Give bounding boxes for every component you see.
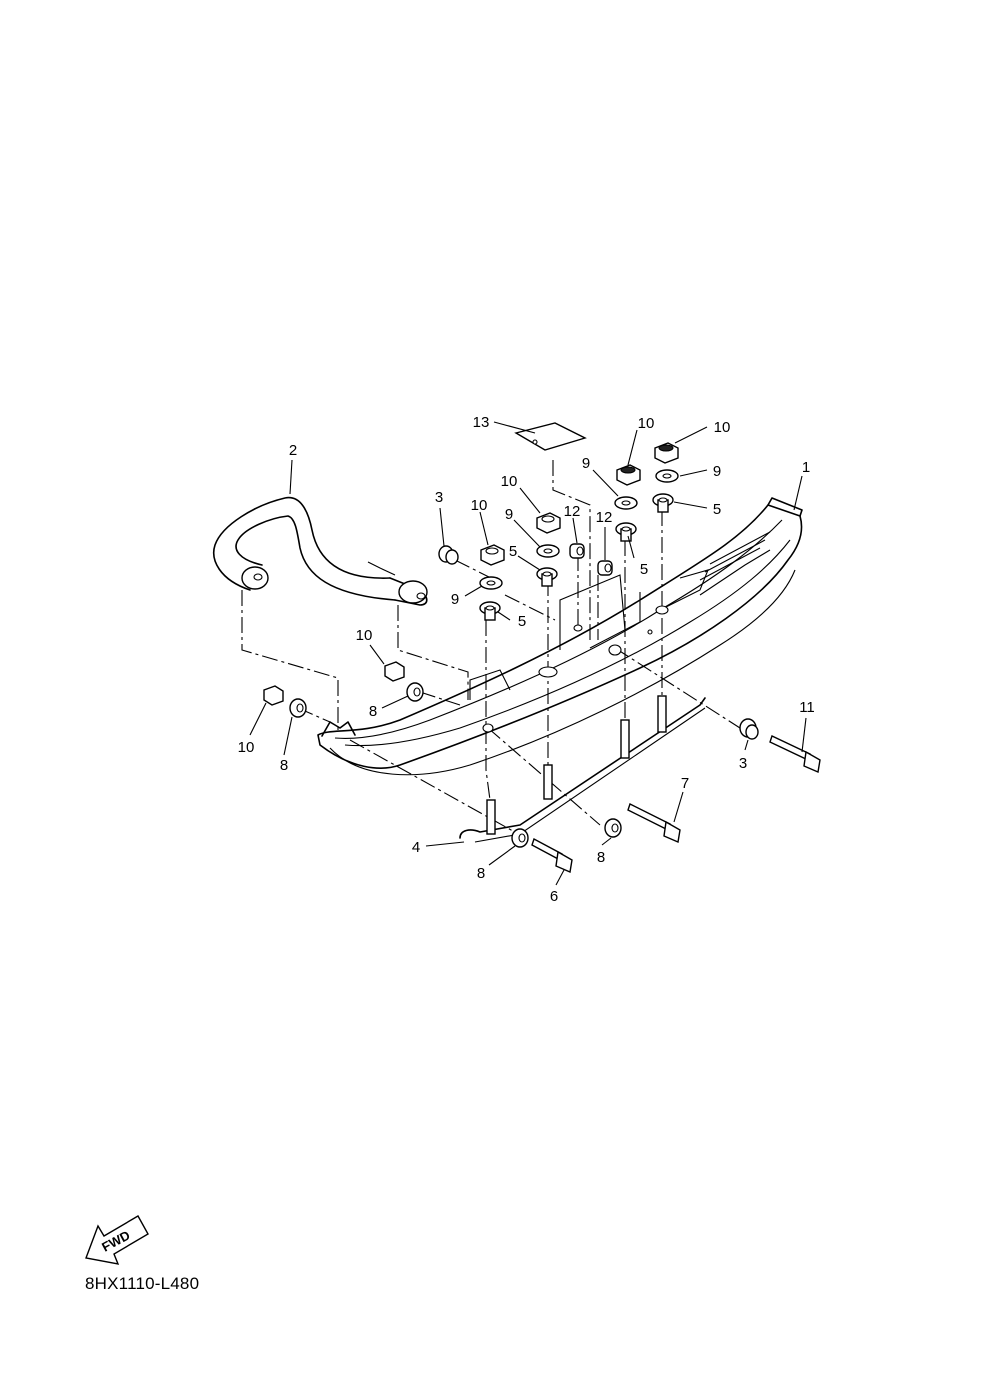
bolt-7 (627, 803, 681, 843)
callout-labels: 13 10 10 2 1 9 9 3 10 10 12 12 5 9 5 5 9… (238, 414, 815, 905)
bushing-5-b (615, 522, 637, 542)
nut-10-a (654, 442, 679, 464)
callout-4: 4 (412, 839, 420, 856)
callout-9: 9 (713, 463, 721, 480)
bushing-3-b (739, 718, 759, 740)
callout-3: 3 (739, 755, 747, 772)
ski-handle-loop (213, 496, 428, 606)
nut-10-e (384, 661, 405, 682)
callout-8: 8 (369, 703, 377, 720)
callout-5: 5 (518, 613, 526, 630)
nut-10-d (480, 544, 505, 566)
diagram-code: 8HX1110-L480 (85, 1274, 200, 1293)
callout-11: 11 (799, 699, 815, 716)
callout-5: 5 (640, 561, 648, 578)
nut-10-b (616, 464, 641, 486)
callout-10: 10 (638, 415, 655, 432)
callout-12: 12 (596, 509, 613, 526)
callout-8: 8 (597, 849, 605, 866)
nut-10-c (536, 512, 561, 534)
ski-body (317, 497, 803, 776)
callout-10: 10 (356, 627, 373, 644)
nut-10-f (263, 685, 284, 706)
callout-8: 8 (280, 757, 288, 774)
assembly-centerlines (241, 460, 741, 836)
callout-10: 10 (238, 739, 255, 756)
collar-12-b (597, 560, 613, 576)
bolt-11 (769, 735, 821, 773)
bushing-5-d (479, 601, 501, 621)
fwd-arrow-icon: FWD (85, 1215, 149, 1265)
callout-10: 10 (501, 473, 518, 490)
hardware-parts (263, 442, 821, 873)
bushing-5-c (536, 567, 558, 587)
callout-9: 9 (451, 591, 459, 608)
callout-5: 5 (713, 501, 721, 518)
callout-5: 5 (509, 543, 517, 560)
callout-6: 6 (550, 888, 558, 905)
callout-10: 10 (714, 419, 731, 436)
callout-9: 9 (582, 455, 590, 472)
bushing-3-a (438, 545, 459, 565)
callout-13: 13 (473, 414, 490, 431)
callout-2: 2 (289, 442, 297, 459)
bushing-5-a (652, 493, 674, 513)
spacer-plate (514, 422, 587, 451)
bolt-6 (531, 837, 573, 873)
callout-10: 10 (471, 497, 488, 514)
callout-1: 1 (802, 459, 810, 476)
callout-9: 9 (505, 506, 513, 523)
callout-7: 7 (681, 775, 689, 792)
callout-8: 8 (477, 865, 485, 882)
callout-3: 3 (435, 489, 443, 506)
leader-lines (249, 421, 807, 886)
collar-12-a (569, 543, 585, 559)
callout-12: 12 (564, 503, 581, 520)
wear-bar-runner (459, 695, 706, 843)
